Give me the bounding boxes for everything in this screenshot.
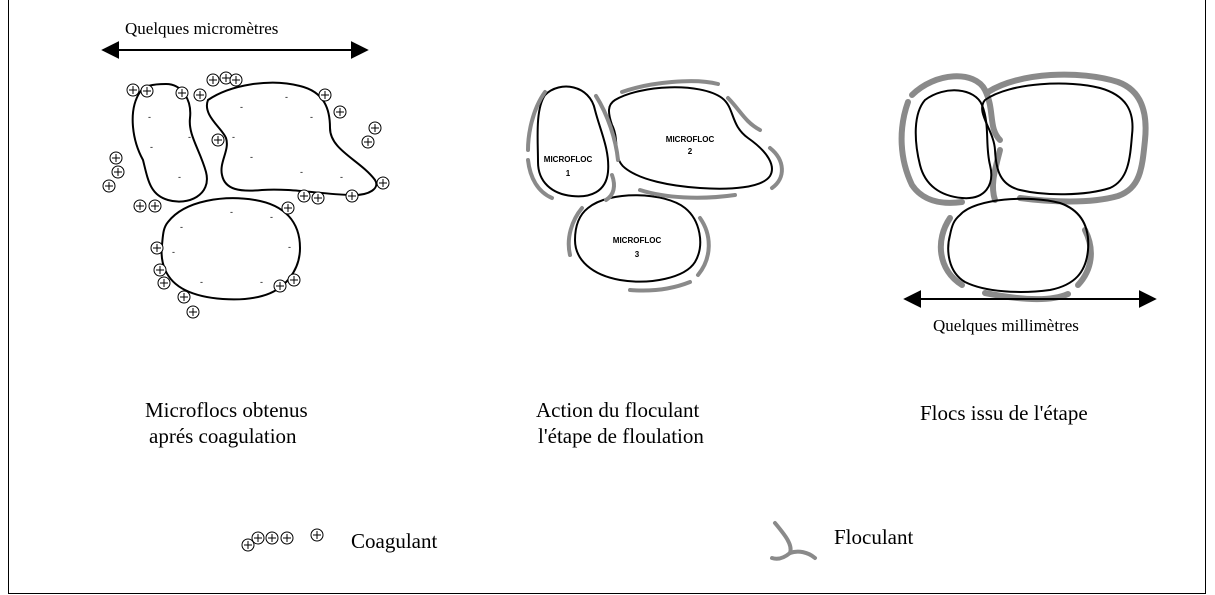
- floculant-coating: [902, 75, 1146, 300]
- svg-text:-: -: [150, 142, 153, 152]
- micrometre-scale-label: Quelques micromètres: [125, 19, 278, 39]
- caption-flocculation-line2: l'étape de floulation: [538, 423, 704, 449]
- coagulant-particles: [103, 72, 389, 318]
- caption-flocs: Flocs issu de l'étape: [920, 400, 1088, 426]
- microfloc-3-number: 3: [635, 250, 640, 259]
- coag-floc-left: [133, 84, 207, 202]
- floc-b-outline: [982, 84, 1132, 195]
- caption-flocculation-line1: Action du floculant: [536, 397, 699, 423]
- flocculation-panel: MICROFLOC 1 MICROFLOC 2 MICROFLOC 3: [528, 81, 782, 290]
- caption-coagulation-line1: Microflocs obtenus: [145, 397, 308, 423]
- svg-text:-: -: [200, 277, 203, 287]
- microfloc-1-number: 1: [566, 169, 571, 178]
- negative-charges: - - - - - - - - - - - - - - - - - -: [148, 92, 343, 287]
- svg-text:-: -: [288, 242, 291, 252]
- svg-text:-: -: [148, 112, 151, 122]
- caption-coagulation-line2: aprés coagulation: [149, 423, 297, 449]
- svg-text:-: -: [180, 222, 183, 232]
- svg-text:-: -: [300, 167, 303, 177]
- flocs-panel: [902, 75, 1155, 300]
- svg-text:-: -: [310, 112, 313, 122]
- svg-text:-: -: [240, 102, 243, 112]
- svg-text:-: -: [230, 207, 233, 217]
- floc-a-outline: [916, 90, 992, 198]
- floc-c-outline: [948, 199, 1088, 292]
- svg-text:-: -: [260, 277, 263, 287]
- svg-text:-: -: [270, 212, 273, 222]
- legend-coagulant-icon: [242, 529, 323, 551]
- svg-text:-: -: [188, 132, 191, 142]
- microfloc-3-name: MICROFLOC: [613, 236, 662, 245]
- legend-floculant-icon: [772, 523, 815, 559]
- millimetre-scale-label: Quelques millimètres: [933, 316, 1079, 336]
- svg-text:-: -: [178, 172, 181, 182]
- microfloc-2-name: MICROFLOC: [666, 135, 715, 144]
- svg-text:-: -: [232, 132, 235, 142]
- svg-text:-: -: [250, 152, 253, 162]
- floculant-chains-middle: [528, 81, 782, 290]
- legend-floculant-label: Floculant: [834, 524, 913, 550]
- microfloc-1-outline: [538, 87, 609, 197]
- microfloc-1-name: MICROFLOC: [544, 155, 593, 164]
- legend-coagulant-label: Coagulant: [351, 528, 437, 554]
- microfloc-2-number: 2: [688, 147, 693, 156]
- svg-text:-: -: [172, 247, 175, 257]
- coagulation-panel: - - - - - - - - - - - - - - - - - -: [103, 50, 389, 318]
- svg-text:-: -: [340, 172, 343, 182]
- svg-text:-: -: [285, 92, 288, 102]
